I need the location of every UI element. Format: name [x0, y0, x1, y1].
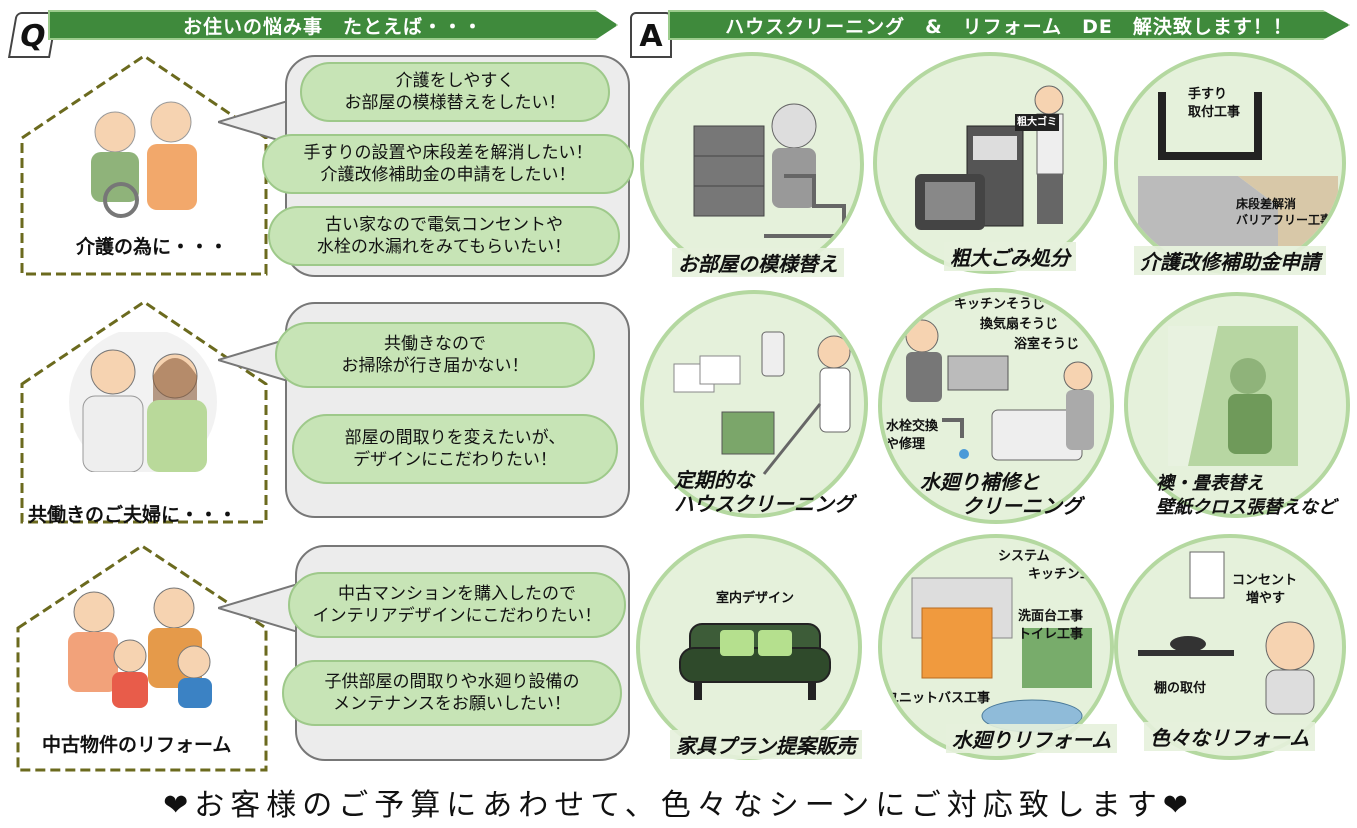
a-tag: A: [630, 12, 672, 58]
concern-bubble-handrail: 手すりの設置や床段差を解消したい！ 介護改修補助金の申請をしたい！: [262, 134, 634, 194]
answer-note: 水栓交換: [886, 419, 939, 434]
elderly-couple-illustration: [91, 101, 197, 218]
bubble-line: お部屋の模様替えをしたい！: [344, 93, 566, 113]
house-label-care: 介護の為に・・・: [76, 236, 229, 258]
bubble-line: メンテナンスをお願いしたい！: [333, 694, 571, 714]
bubble-line: 古い家なので電気コンセントや: [325, 215, 563, 235]
answer-note: バリアフリー工事: [1236, 213, 1333, 227]
caption-line: ハウスクリーニング: [674, 492, 854, 516]
caption-line: 水廻り補修と: [920, 470, 1040, 494]
answer-circle-fusuma-tatami: [1124, 292, 1350, 518]
bubble-line: 子供部屋の間取りや水廻り設備の: [324, 672, 580, 692]
answer-caption: 襖・畳表替え 壁紙クロス張替えなど: [1150, 472, 1342, 520]
answer-note: トイレ工事: [1018, 627, 1084, 642]
answer-note: 浴室そうじ: [1014, 337, 1080, 352]
bubble-line: インテリアデザインにこだわりたい！: [312, 606, 602, 626]
answer-circle-furniture: 室内デザイン: [636, 534, 862, 760]
speech-tail: [218, 96, 298, 148]
answer-note: キッチンそうじ: [954, 297, 1046, 312]
answer-caption: 定期的な ハウスクリーニング: [668, 468, 860, 516]
answer-note: 換気扇そうじ: [980, 317, 1059, 332]
answer-note: や修理: [886, 437, 926, 452]
house-outline: [20, 54, 268, 276]
answer-note: 粗大ゴミ: [1015, 114, 1059, 131]
house-frame-couple: 共働きのご夫婦に・・・: [18, 298, 270, 526]
movers-illustration: [693, 103, 846, 238]
caption-line: 襖・畳表替え: [1156, 473, 1264, 494]
answer-caption: 家具プラン提案販売: [670, 730, 862, 759]
wallpaper-illustration: [1168, 326, 1298, 466]
heart-icon: ❤: [163, 788, 195, 823]
bubble-line: 手すりの設置や床段差を解消したい！: [303, 143, 593, 163]
bubble-line: デザインにこだわりたい！: [353, 450, 557, 470]
question-banner: お住いの悩み事 たとえば・・・: [48, 10, 618, 40]
bubble-line: 介護をしやすく: [395, 71, 515, 91]
answer-circle-regular-cleaning: [640, 290, 868, 518]
caption-line: 壁紙クロス張替えなど: [1156, 497, 1336, 518]
house-label-couple: 共働きのご夫婦に・・・: [28, 504, 238, 526]
house-frame-care: 介護の為に・・・: [18, 52, 270, 278]
answer-note: コンセント: [1232, 573, 1298, 588]
caption-line: クリーニング: [962, 494, 1082, 518]
answer-circle-water-repair: キッチンそうじ 換気扇そうじ 浴室そうじ 水栓交換 や修理: [878, 288, 1114, 524]
answer-note: 洗面台工事: [1018, 609, 1084, 624]
answer-banner-title: ハウスクリーニング & リフォーム DE 解決致します！！: [725, 16, 1293, 38]
answer-note: キッチン工事: [1028, 567, 1107, 582]
speech-tail: [218, 582, 298, 634]
answer-caption: お部屋の模様替え: [672, 248, 844, 277]
answer-caption: 水廻り補修と クリーニング: [914, 470, 1088, 518]
bubble-line: 部屋の間取りを変えたいが、: [344, 428, 566, 448]
caption-line: 定期的な: [674, 468, 754, 492]
house-frame-used-property: 中古物件のリフォーム: [14, 542, 270, 774]
concern-bubble-floorplan: 部屋の間取りを変えたいが、 デザインにこだわりたい！: [292, 414, 618, 484]
answer-note: 棚の取付: [1154, 681, 1207, 696]
answer-caption: 介護改修補助金申請: [1134, 246, 1326, 275]
outlet-shelf-illustration: [1138, 551, 1315, 715]
kitchen-bath-illustration: [905, 319, 1094, 461]
bubble-line: お掃除が行き届かない！: [341, 356, 529, 376]
answer-note: 室内デザイン: [716, 591, 795, 606]
heart-icon: ❤: [1162, 788, 1194, 823]
concern-bubble-cleaning: 共働きなので お掃除が行き届かない！: [275, 322, 595, 388]
answer-circle-care-subsidy: 手すり 取付工事 床段差解消 バリアフリー工事: [1114, 52, 1346, 274]
house-label-used-property: 中古物件のリフォーム: [42, 734, 232, 756]
bubble-line: 中古マンションを購入したので: [338, 584, 576, 604]
family-illustration: [68, 587, 212, 708]
footer-message: ❤お客様のご予算にあわせて、色々なシーンにご対応致します❤: [0, 780, 1357, 824]
answer-circle-bulky-waste: 粗大ゴミ: [873, 52, 1107, 274]
answer-caption: 色々なリフォーム: [1144, 722, 1316, 751]
answer-note: 床段差解消: [1236, 197, 1297, 211]
answer-note: 取付工事: [1188, 105, 1241, 120]
bubble-line: 共働きなので: [384, 334, 486, 354]
sofa-illustration: [679, 623, 831, 700]
question-banner-title: お住いの悩み事 たとえば・・・: [182, 16, 483, 38]
bubble-line: 水栓の水漏れをみてもらいたい！: [316, 237, 572, 257]
handrail-illustration: [1138, 92, 1338, 246]
answer-note: 手すり: [1188, 87, 1228, 102]
concern-bubble-outlet: 古い家なので電気コンセントや 水栓の水漏れをみてもらいたい！: [268, 206, 620, 266]
answer-note: システム: [998, 549, 1050, 564]
answer-caption: 粗大ごみ処分: [944, 242, 1076, 271]
concern-bubble-maintenance: 子供部屋の間取りや水廻り設備の メンテナンスをお願いしたい！: [282, 660, 622, 726]
working-couple-illustration: [69, 332, 217, 472]
answer-caption: 水廻りリフォーム: [946, 724, 1118, 753]
answer-note: 増やす: [1246, 591, 1286, 606]
bubble-line: 介護改修補助金の申請をしたい！: [320, 165, 576, 185]
cleaning-illustration: [673, 331, 851, 475]
answer-note: ユニットバス工事: [886, 691, 991, 706]
concern-bubble-layout: 介護をしやすく お部屋の模様替えをしたい！: [300, 62, 610, 122]
answer-banner: ハウスクリーニング & リフォーム DE 解決致します！！: [668, 10, 1350, 40]
concern-bubble-interior: 中古マンションを購入したので インテリアデザインにこだわりたい！: [288, 572, 626, 638]
answer-circle-rearrange: [640, 52, 864, 276]
footer-text: お客様のご予算にあわせて、色々なシーンにご対応致します: [194, 788, 1163, 823]
